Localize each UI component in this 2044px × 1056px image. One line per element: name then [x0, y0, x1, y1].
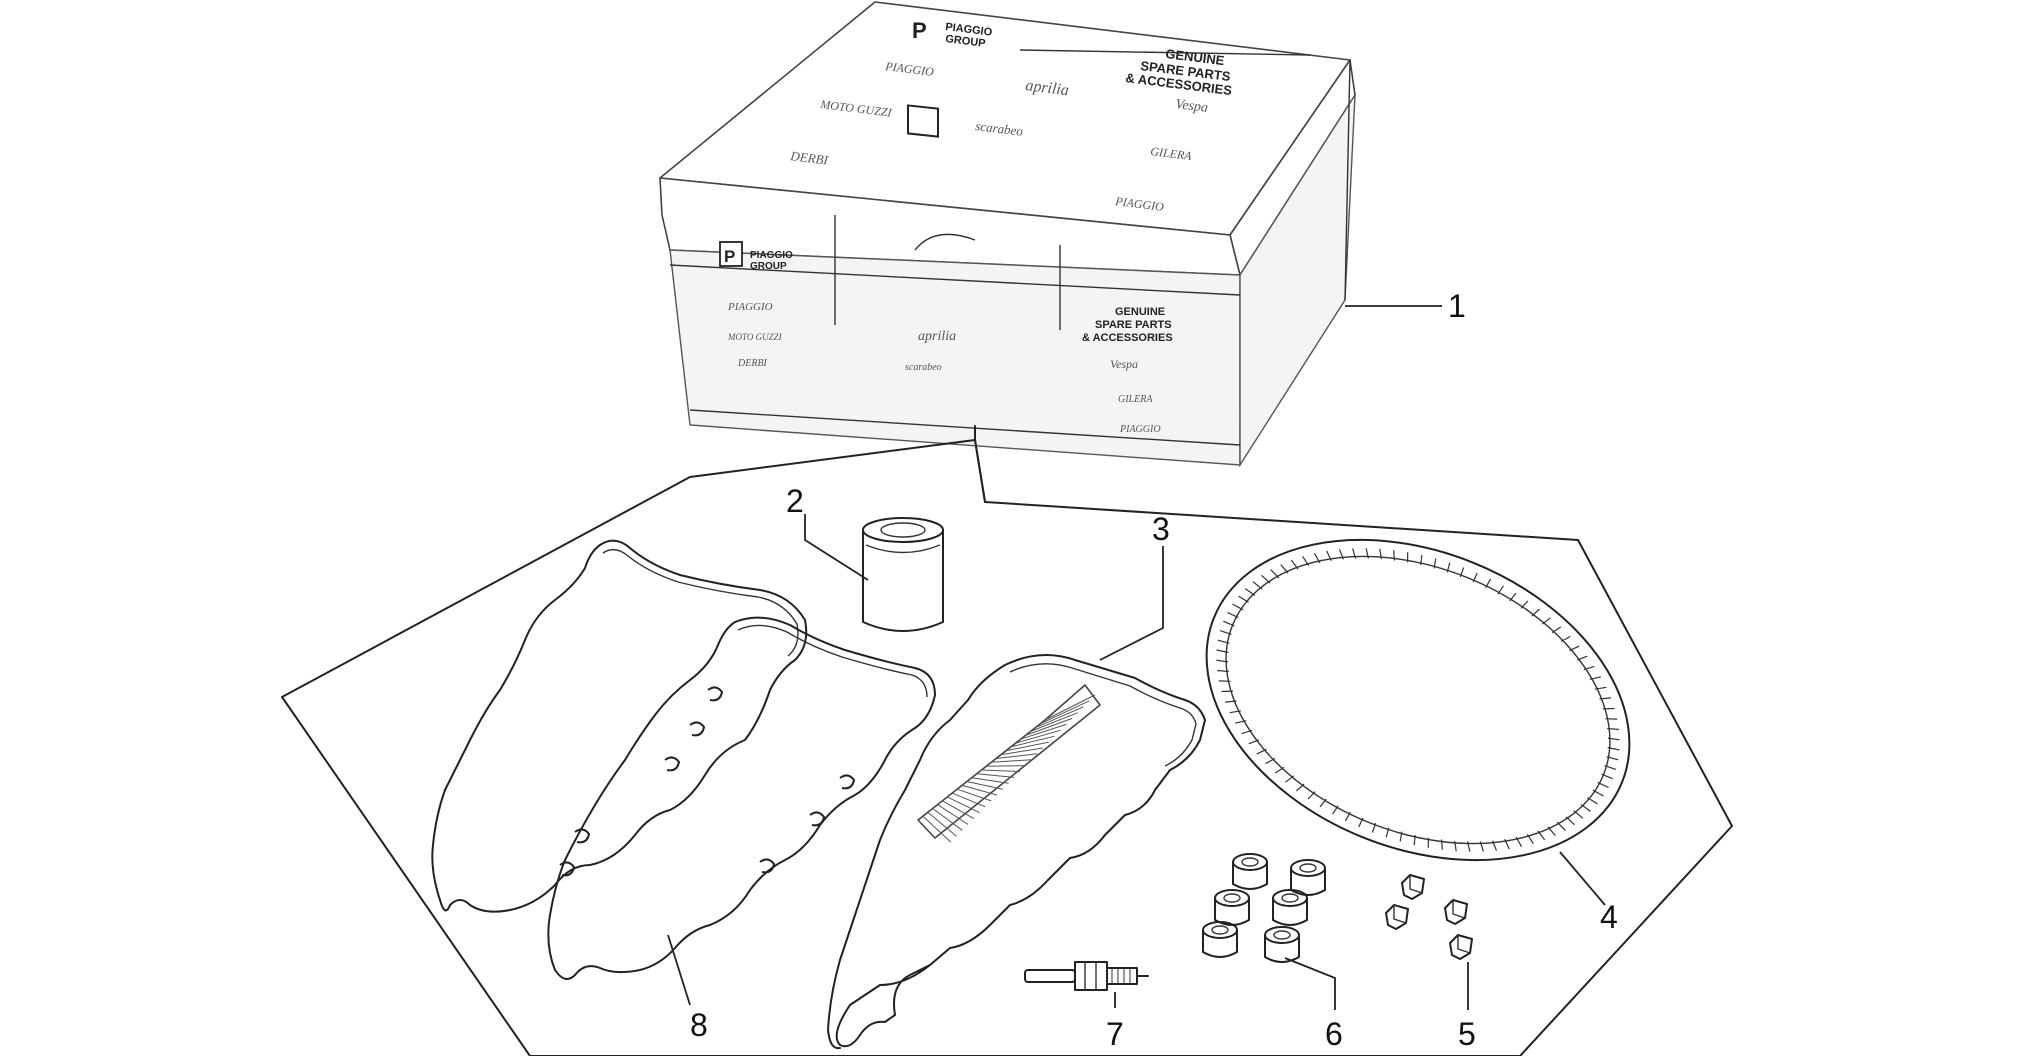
genuine-front-1: GENUINE — [1115, 306, 1165, 318]
group-label-front-2: GROUP — [750, 261, 787, 272]
piaggio-group-logo-front — [719, 241, 743, 267]
genuine-top-1: GENUINE — [1165, 46, 1226, 68]
leader-6 — [1284, 957, 1336, 1010]
brand-aprilia-top: aprilia — [1025, 77, 1070, 99]
callout-4: 4 — [1600, 899, 1618, 935]
brand-moto-guzzi-front: MOTO GUZZI — [727, 332, 783, 342]
logo-letter-front: P — [724, 247, 735, 266]
callout-1: 1 — [1448, 288, 1466, 324]
spark-plug — [1024, 961, 1149, 991]
genuine-front-2: SPARE PARTS — [1095, 319, 1172, 331]
logo-letter-top: P — [912, 18, 927, 43]
leader-2 — [804, 514, 869, 581]
callout-8: 8 — [690, 1007, 708, 1043]
brand-gilera-top: GILERA — [1150, 144, 1193, 163]
brand-piaggio-front: PIAGGIO — [727, 301, 773, 313]
kit-contents-outline — [281, 439, 1733, 1056]
variator-rollers — [1202, 853, 1326, 963]
group-label-front-1: PIAGGIO — [750, 250, 793, 261]
brand-vespa-front: Vespa — [1110, 357, 1138, 371]
leader-8 — [667, 934, 691, 1006]
valve-cover-gaskets — [431, 539, 936, 980]
leader-3 — [1099, 546, 1164, 661]
drive-belt — [1205, 538, 1631, 862]
brand-vespa-top: Vespa — [1175, 97, 1209, 116]
callout-7: 7 — [1106, 1016, 1124, 1052]
callout-2: 2 — [786, 483, 804, 519]
callout-5: 5 — [1458, 1016, 1476, 1052]
brand-scarabeo-top: scarabeo — [975, 118, 1025, 139]
brand-piaggio-top: PIAGGIO — [884, 59, 935, 79]
air-filter-gasket — [827, 654, 1206, 1050]
callout-3: 3 — [1152, 511, 1170, 547]
variator-sliders — [1385, 874, 1473, 960]
group-label-top-1: PIAGGIO — [945, 21, 994, 39]
brand-aprilia-front: aprilia — [918, 329, 956, 344]
brand-derbi-top: DERBI — [789, 148, 830, 168]
brand-piaggio-top-2: PIAGGIO — [1114, 194, 1165, 214]
genuine-front-3: & ACCESSORIES — [1082, 332, 1173, 344]
brand-piaggio-front-2: PIAGGIO — [1119, 424, 1161, 435]
brand-scarabeo-front: scarabeo — [905, 362, 942, 373]
leader-4 — [1559, 851, 1606, 906]
brand-derbi-front: DERBI — [737, 358, 768, 369]
callout-6: 6 — [1325, 1016, 1343, 1052]
oil-filter — [862, 517, 944, 632]
brand-gilera-front: GILERA — [1118, 394, 1153, 405]
piaggio-group-logo-top — [907, 104, 939, 138]
group-label-top-2: GROUP — [945, 33, 987, 50]
spare-parts-box: P PIAGGIO GROUP GENUINE SPARE PARTS & AC… — [659, 1, 1356, 468]
